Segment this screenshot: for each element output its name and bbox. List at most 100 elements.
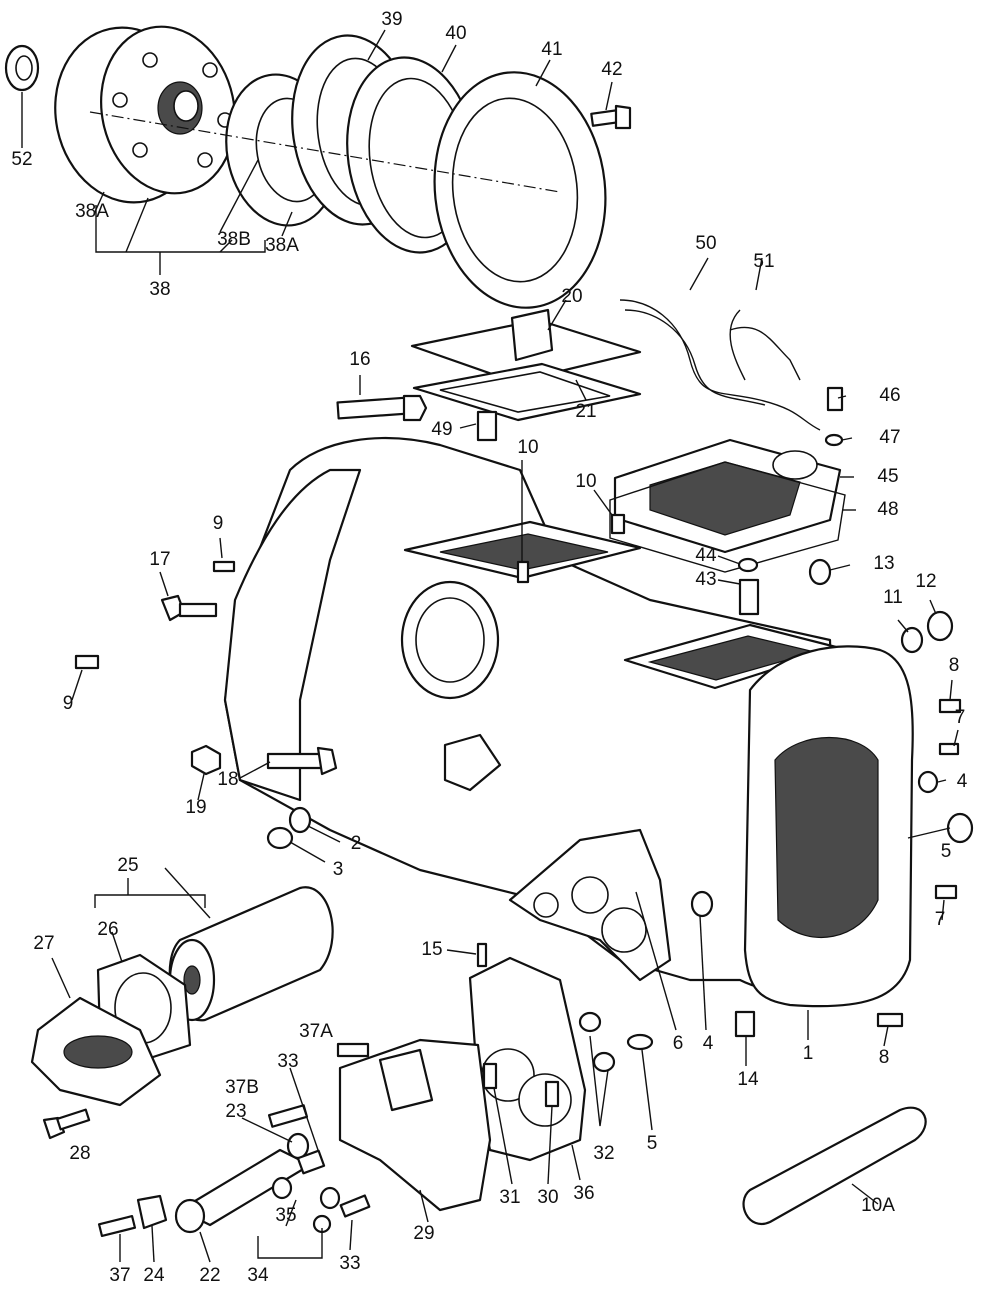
label-51: 51 (753, 251, 774, 272)
label-5-bottom: 5 (647, 1133, 658, 1154)
plugs-32 (578, 1011, 616, 1073)
label-37: 37 (109, 1265, 130, 1286)
label-44: 44 (695, 545, 717, 566)
switch-49 (476, 410, 498, 442)
label-10-top: 10 (517, 437, 538, 458)
label-6: 6 (673, 1033, 684, 1054)
label-36: 36 (573, 1183, 594, 1204)
label-3: 3 (333, 859, 344, 880)
pin-7-bottom (934, 884, 958, 900)
bolt-42 (590, 104, 632, 130)
label-39: 39 (381, 9, 402, 30)
label-5-right: 5 (941, 841, 952, 862)
bolt-37A (336, 1042, 370, 1058)
axis-line-clutch (89, 111, 561, 193)
gasket-48 (609, 461, 846, 573)
pump-body-29 (338, 1038, 492, 1212)
fitting-13 (808, 558, 832, 586)
label-2: 2 (351, 833, 362, 854)
sleeve-43 (738, 578, 760, 616)
label-38: 38 (149, 279, 170, 300)
bolt-46 (826, 386, 844, 412)
spring-33-bottom (339, 1194, 371, 1218)
plug-5-right (946, 812, 974, 844)
label-15: 15 (421, 939, 442, 960)
label-31: 31 (499, 1187, 520, 1208)
label-10-mid: 10 (575, 471, 596, 492)
label-26: 26 (97, 919, 118, 940)
callout-labels: 52 38A 38 38B 38A 39 40 41 42 50 51 20 2… (11, 9, 967, 1286)
label-45: 45 (877, 466, 898, 487)
nut-4-right (917, 770, 939, 794)
transmission-housing-1 (223, 437, 842, 993)
label-18: 18 (217, 769, 238, 790)
pin-9-top (212, 560, 236, 573)
spring-33-top (296, 1149, 326, 1175)
drain-plug-14 (734, 1010, 756, 1038)
label-34: 34 (247, 1265, 269, 1286)
label-17: 17 (149, 549, 170, 570)
spring-30 (544, 1080, 560, 1108)
washer-44 (737, 557, 759, 573)
label-38B: 38B (217, 229, 251, 250)
label-8-top: 8 (949, 655, 960, 676)
label-22: 22 (199, 1265, 220, 1286)
bolt-37 (97, 1214, 137, 1238)
dowel-8-bottom (876, 1012, 904, 1028)
seal-2 (288, 806, 312, 834)
label-8-bottom: 8 (879, 1047, 890, 1068)
label-30: 30 (537, 1187, 558, 1208)
plug-12 (926, 610, 954, 642)
cup-5-bottom (626, 1033, 654, 1051)
label-43: 43 (695, 569, 716, 590)
label-9-left: 9 (63, 693, 74, 714)
nut-19 (190, 744, 222, 776)
wires-50-51 (619, 299, 821, 431)
label-29: 29 (413, 1223, 434, 1244)
label-1: 1 (803, 1043, 814, 1064)
shifter-cover-45 (613, 438, 842, 554)
pin-15 (476, 942, 488, 968)
fittings-34-35 (271, 1176, 341, 1234)
label-7-top: 7 (955, 707, 966, 728)
label-12: 12 (915, 571, 936, 592)
gasket-21 (412, 362, 642, 422)
cover-41 (433, 71, 607, 309)
label-33-top: 33 (277, 1051, 298, 1072)
label-11: 11 (883, 587, 903, 608)
label-10A: 10A (861, 1195, 895, 1216)
label-25: 25 (117, 855, 138, 876)
pump-plate-36 (468, 956, 587, 1162)
label-19: 19 (185, 797, 206, 818)
label-38A-left: 38A (75, 201, 109, 222)
label-35: 35 (275, 1205, 296, 1226)
washer-47 (824, 433, 844, 447)
label-27: 27 (33, 933, 54, 954)
label-47: 47 (879, 427, 900, 448)
bolt-37B (267, 1104, 309, 1128)
label-9-top: 9 (213, 513, 224, 534)
seal-52 (4, 44, 40, 92)
filter-cover-27 (30, 996, 162, 1107)
label-7-bottom: 7 (935, 909, 946, 930)
label-16: 16 (349, 349, 370, 370)
rear-flange (743, 645, 914, 1008)
pin-7-top (938, 742, 960, 756)
label-21: 21 (575, 401, 596, 422)
label-4-bottom: 4 (703, 1033, 714, 1054)
bolt-16 (336, 394, 428, 422)
front-plate (508, 828, 672, 982)
label-41: 41 (541, 39, 562, 60)
label-40: 40 (445, 23, 466, 44)
label-37A: 37A (299, 1021, 333, 1042)
pin-10-top (516, 560, 530, 584)
washer-3 (266, 826, 294, 850)
label-14: 14 (737, 1069, 759, 1090)
label-13: 13 (873, 553, 894, 574)
filter-element-25 (168, 886, 334, 1022)
clutch-disc-38 (54, 25, 236, 204)
label-42: 42 (601, 59, 622, 80)
dipstick-10A (742, 1106, 927, 1226)
